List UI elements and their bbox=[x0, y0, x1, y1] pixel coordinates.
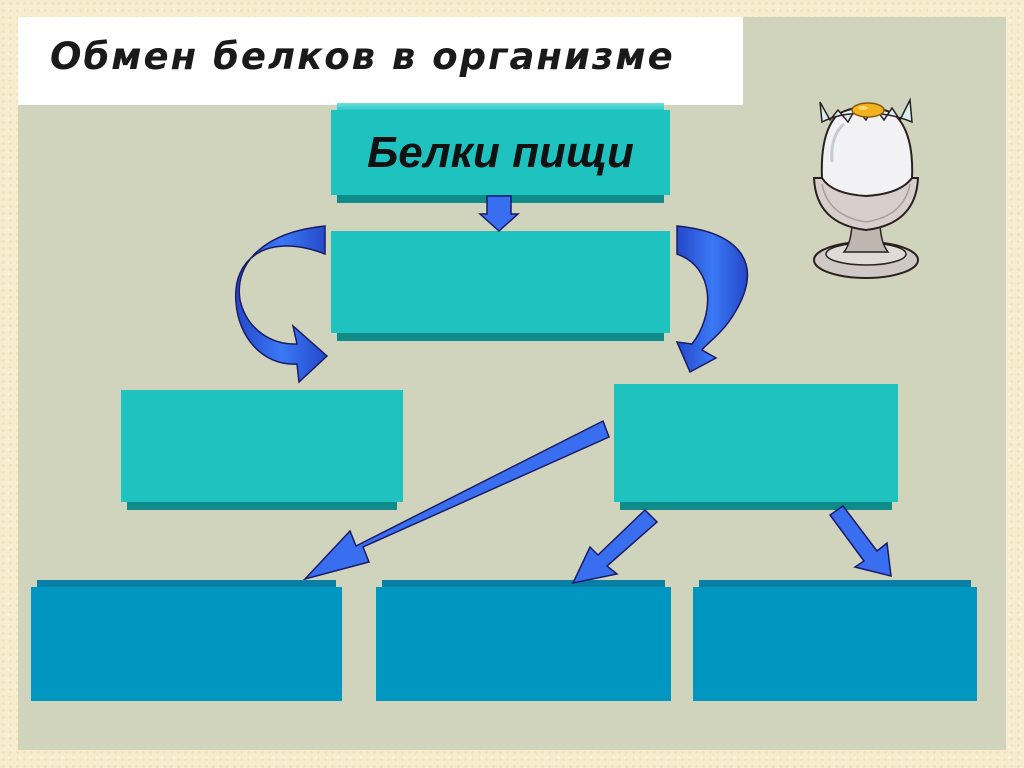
box-level3-right bbox=[614, 384, 898, 510]
arrow-curved-right bbox=[675, 225, 749, 374]
arrow-down-small bbox=[478, 195, 520, 233]
box-level2 bbox=[331, 231, 670, 341]
title-box: Обмен белков в организме bbox=[18, 17, 743, 105]
arrow-diagonal-middle bbox=[571, 508, 659, 585]
box-food-proteins-label: Белки пищи bbox=[367, 127, 634, 177]
arrow-diagonal-long bbox=[302, 419, 610, 581]
box-food-proteins: Белки пищи bbox=[331, 103, 670, 203]
arrow-curved-left bbox=[235, 225, 329, 384]
box-level3-left bbox=[121, 390, 403, 510]
arrow-diagonal-right bbox=[828, 504, 892, 577]
box-level4-middle bbox=[376, 580, 671, 701]
box-level4-left bbox=[31, 580, 342, 701]
egg-in-cup-icon bbox=[812, 97, 920, 279]
box-level4-right bbox=[693, 580, 977, 701]
page-title: Обмен белков в организме bbox=[50, 35, 675, 78]
